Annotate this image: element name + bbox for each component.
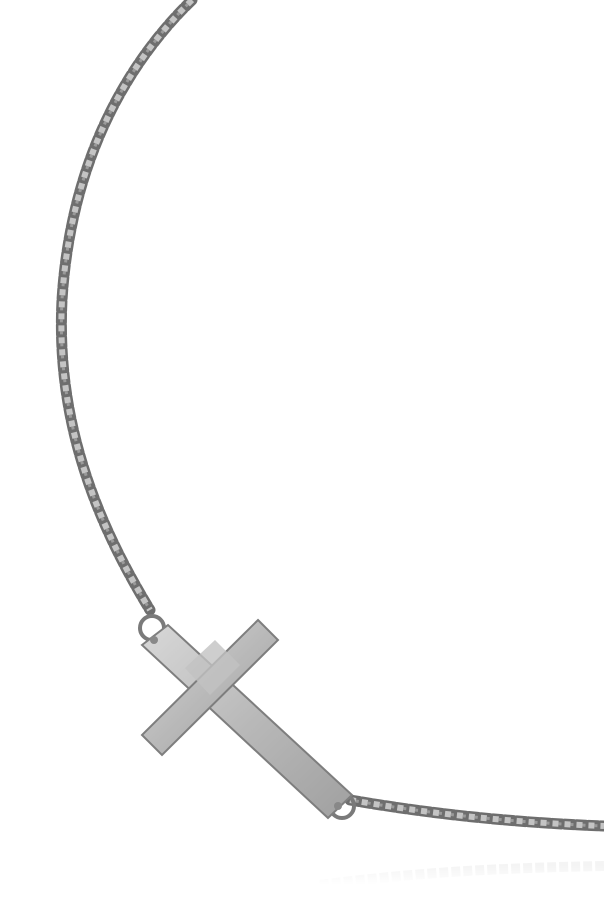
chain-left	[55, 0, 198, 616]
chain-reflection	[319, 861, 604, 890]
chain-right	[344, 794, 604, 832]
cross-pendant	[140, 618, 354, 820]
